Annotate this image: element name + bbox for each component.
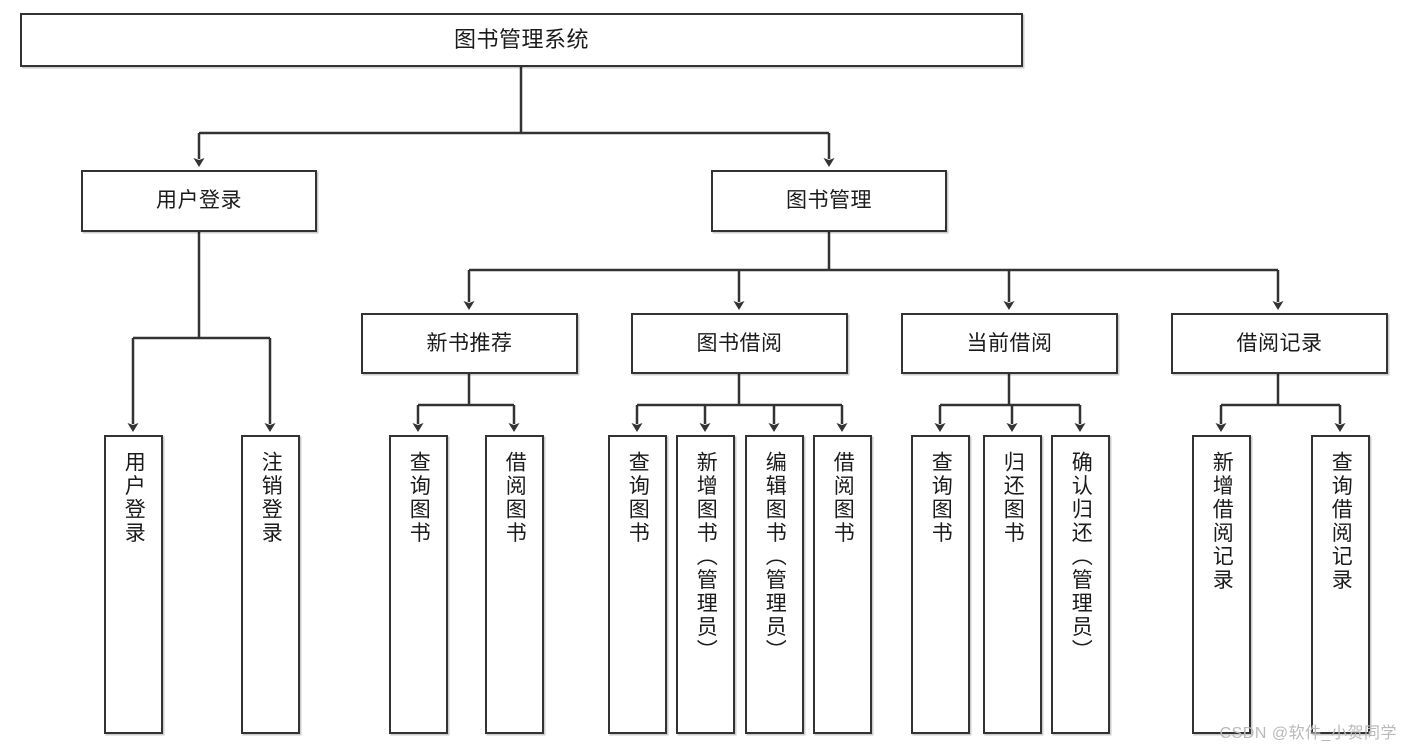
- node-label: 借阅图书: [503, 451, 527, 545]
- node-root[interactable]: 图书管理系统: [20, 13, 1023, 67]
- node-leaf-borrow-book[interactable]: 借阅图书: [813, 435, 872, 734]
- node-leaf-confirm-return[interactable]: 确认归还（管理员）: [1051, 435, 1110, 734]
- node-leaf-user-login[interactable]: 用户登录: [104, 435, 163, 734]
- node-label: 注销登录: [259, 451, 283, 545]
- node-leaf-return-book[interactable]: 归还图书: [983, 435, 1042, 734]
- node-user-login[interactable]: 用户登录: [81, 170, 317, 232]
- node-label: 借阅图书: [831, 451, 855, 545]
- node-new-book-rec[interactable]: 新书推荐: [361, 313, 578, 374]
- node-book-manage[interactable]: 图书管理: [711, 170, 947, 232]
- node-leaf-borrow-book-rec[interactable]: 借阅图书: [485, 435, 544, 734]
- node-label: 用户登录: [122, 451, 146, 545]
- node-leaf-add-book[interactable]: 新增图书（管理员）: [676, 435, 735, 734]
- node-leaf-query-record[interactable]: 查询借阅记录: [1311, 435, 1370, 734]
- node-label: 归还图书: [1001, 451, 1025, 545]
- node-label: 查询图书: [626, 451, 650, 545]
- node-borrow-record[interactable]: 借阅记录: [1171, 313, 1388, 374]
- node-current-borrow[interactable]: 当前借阅: [901, 313, 1118, 374]
- node-label: 新增借阅记录: [1210, 451, 1234, 592]
- node-label: 借阅记录: [1236, 331, 1323, 355]
- node-label: 图书管理系统: [453, 26, 589, 52]
- node-leaf-query-book-rec[interactable]: 查询图书: [389, 435, 448, 734]
- node-leaf-query-book-borrow[interactable]: 查询图书: [608, 435, 667, 734]
- node-leaf-add-record[interactable]: 新增借阅记录: [1192, 435, 1251, 734]
- node-label: 当前借阅: [966, 331, 1053, 355]
- node-leaf-user-logout[interactable]: 注销登录: [241, 435, 300, 734]
- node-leaf-edit-book[interactable]: 编辑图书（管理员）: [745, 435, 804, 734]
- node-label: 查询借阅记录: [1329, 451, 1353, 592]
- node-label: 新书推荐: [426, 331, 513, 355]
- node-label: 查询图书: [407, 451, 431, 545]
- node-label: 新增图书（管理员）: [694, 451, 718, 663]
- watermark: CSDN @软件_小贺同学: [1219, 725, 1397, 742]
- node-label: 用户登录: [156, 189, 242, 213]
- node-label: 图书借阅: [696, 331, 783, 355]
- node-label: 图书管理: [786, 189, 872, 213]
- node-label: 确认归还（管理员）: [1069, 451, 1093, 663]
- node-label: 编辑图书（管理员）: [763, 451, 787, 663]
- node-leaf-query-book-cur[interactable]: 查询图书: [911, 435, 970, 734]
- node-book-borrow[interactable]: 图书借阅: [631, 313, 848, 374]
- node-label: 查询图书: [929, 451, 953, 545]
